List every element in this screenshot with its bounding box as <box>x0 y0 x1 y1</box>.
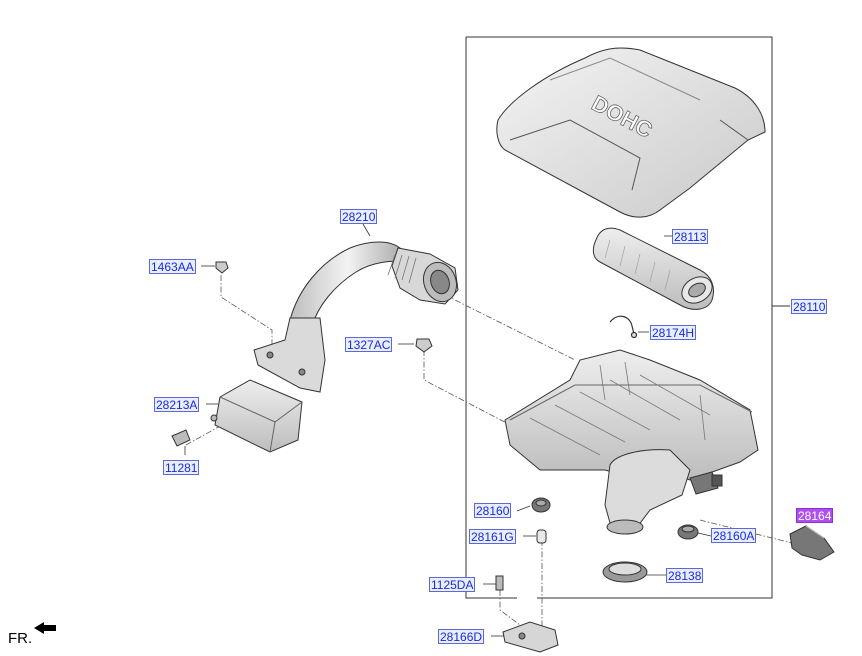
callout-28138[interactable]: 28138 <box>666 568 704 583</box>
label-ticks <box>184 223 712 637</box>
clip-part <box>609 315 638 339</box>
front-direction-arrow <box>34 622 56 634</box>
callout-28113[interactable]: 28113 <box>672 229 709 244</box>
front-orientation-label: FR. <box>8 630 33 647</box>
callout-28160A[interactable]: 28160A <box>711 528 757 543</box>
air-filter-element <box>592 227 714 310</box>
fasteners <box>171 261 699 653</box>
callout-28166D[interactable]: 28166D <box>438 629 485 644</box>
callout-28174H[interactable]: 28174H <box>650 325 697 340</box>
callout-28213A[interactable]: 28213A <box>154 397 200 412</box>
callout-1463AA[interactable]: 1463AA <box>149 259 196 274</box>
air-duct <box>210 379 303 453</box>
callout-1125DA[interactable]: 1125DA <box>429 577 476 592</box>
callout-11281[interactable]: 11281 <box>163 460 200 475</box>
callout-1327AC[interactable]: 1327AC <box>345 337 393 352</box>
intake-hose <box>253 241 459 393</box>
air-cleaner-body <box>504 349 759 535</box>
callout-28210[interactable]: 28210 <box>340 209 378 224</box>
engine-cover: DOHC <box>496 47 766 218</box>
air-flow-sensor <box>789 525 835 561</box>
callout-28161G[interactable]: 28161G <box>469 529 516 544</box>
callout-28164[interactable]: 28164 <box>796 508 834 523</box>
callout-28160[interactable]: 28160 <box>474 503 512 518</box>
callout-28110[interactable]: 28110 <box>791 299 828 314</box>
